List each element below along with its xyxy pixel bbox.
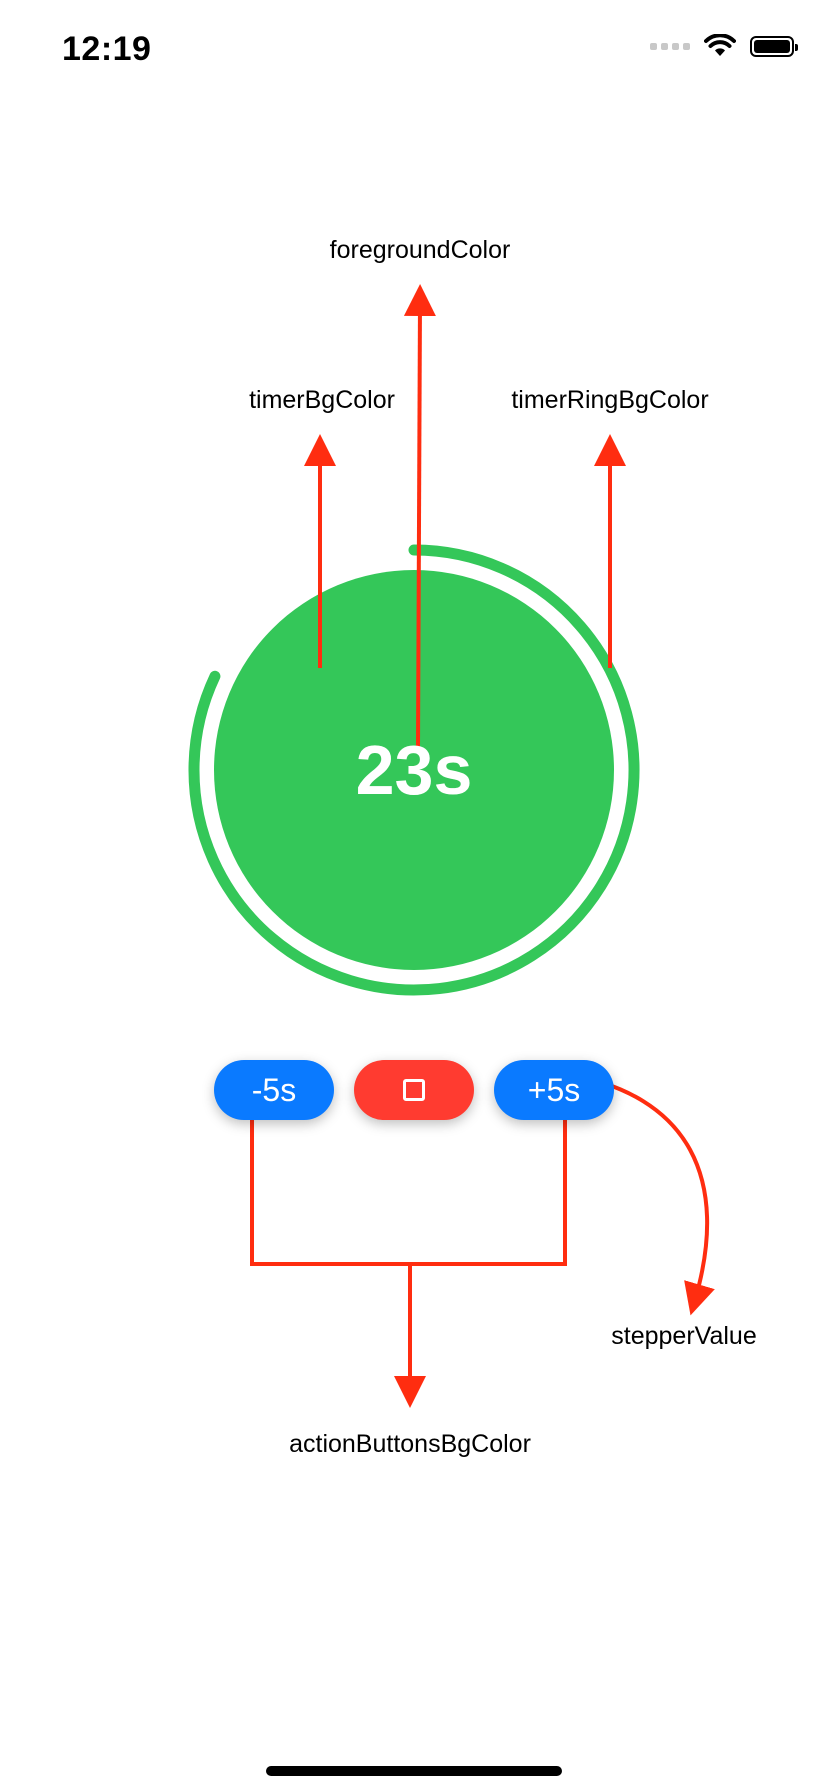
label-timer-bg-color: timerBgColor [249,386,395,414]
label-foreground-color: foregroundColor [329,236,511,264]
minus-5s-button[interactable]: -5s [214,1060,334,1120]
minus-5s-label: -5s [251,1071,297,1108]
stop-button[interactable] [354,1060,474,1120]
timer-background-circle [214,570,614,970]
timer-countdown: 23s [355,731,473,809]
label-timer-ring-bg-color: timerRingBgColor [511,386,709,414]
label-stepper-value: stepperValue [611,1322,757,1350]
timer-ring [188,544,640,996]
plus-5s-button[interactable]: +5s [494,1060,614,1120]
home-indicator [266,1766,562,1776]
plus-5s-label: +5s [527,1071,581,1108]
status-icons [650,34,798,58]
battery-icon [750,35,798,57]
label-action-buttons-bg-color: actionButtonsBgColor [289,1430,531,1458]
arrow-foreground [403,284,436,749]
wifi-icon [704,34,736,56]
signal-icon [650,42,690,50]
status-time: 12:19 [62,30,152,68]
stop-square-icon [403,1079,425,1101]
bracket-action-buttons [250,1116,567,1266]
